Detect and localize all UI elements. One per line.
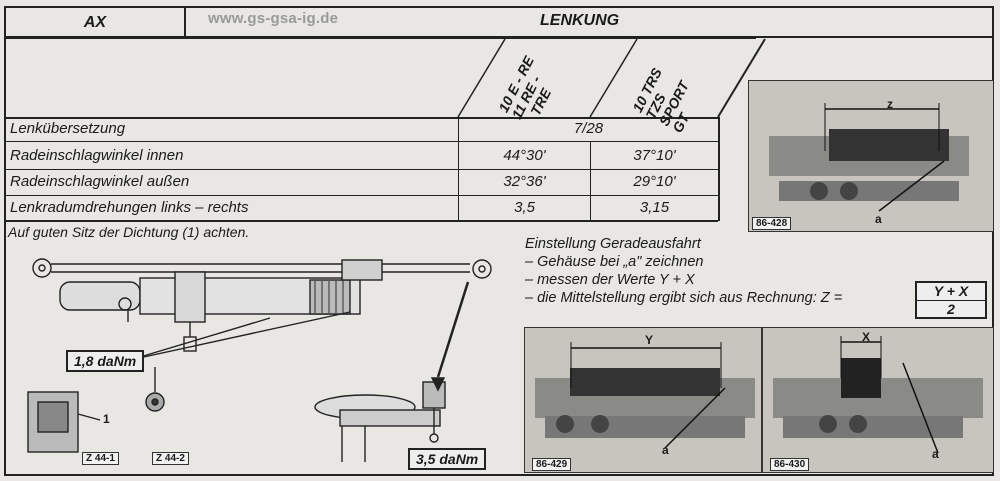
dimension-label: z: [887, 97, 893, 111]
table-rule: [6, 38, 756, 39]
row-value: 7/28: [573, 120, 604, 137]
photo-code: 86-430: [770, 458, 810, 471]
row-value: 44°30': [503, 147, 546, 164]
table-rule: [590, 141, 591, 221]
row-value: 37°10': [633, 147, 676, 164]
table-rule: [6, 220, 718, 222]
row-value: 3,15: [639, 199, 670, 216]
figure-code: Z 44-2: [152, 452, 189, 465]
setup-step: – die Mittelstellung ergibt sich aus Rec…: [525, 290, 843, 306]
source-url: www.gs-gsa-ig.de: [208, 10, 339, 27]
mark-label: a: [875, 212, 882, 226]
page-frame: [4, 6, 994, 476]
row-label: Lenkübersetzung: [10, 120, 126, 137]
page-title: LENKUNG: [540, 12, 620, 29]
setup-title: Einstellung Geradeausfahrt: [525, 236, 701, 252]
photo-drawing: [773, 336, 983, 454]
table-rule: [6, 141, 718, 142]
photo-86-429: [524, 327, 762, 473]
row-label: Radeinschlagwinkel innen: [10, 147, 184, 164]
dimension-label: X: [862, 330, 871, 344]
photo-drawing: [769, 103, 969, 212]
seal-note: Auf guten Sitz der Dichtung (1) achten.: [8, 224, 250, 240]
formula-denominator: 2: [947, 301, 955, 317]
row-label: Lenkradumdrehungen links – rechts: [10, 199, 249, 216]
model-label: AX: [6, 8, 186, 38]
table-rule: [458, 117, 459, 221]
torque-label: 3,5 daNm: [408, 448, 487, 470]
mark-label: a: [662, 443, 669, 457]
photo-code: 86-429: [532, 458, 572, 471]
torque-label: 1,8 daNm: [66, 350, 145, 372]
row-value: 32°36': [503, 173, 546, 190]
row-value: 29°10': [633, 173, 676, 190]
dimension-label: Y: [645, 333, 654, 347]
formula-numerator: Y + X: [917, 283, 985, 301]
callout-number: 1: [103, 412, 110, 426]
row-value: 3,5: [514, 199, 535, 216]
table-rule: [6, 117, 718, 119]
steering-rack-drawing: [27, 258, 492, 462]
setup-step: – messen der Werte Y + X: [525, 272, 695, 288]
header-bar: [6, 8, 992, 38]
mark-label: a: [932, 447, 939, 461]
figure-code: Z 44-1: [82, 452, 119, 465]
formula-box: Y + X 2: [915, 281, 987, 319]
row-label: Radeinschlagwinkel außen: [10, 173, 190, 190]
setup-step: – Gehäuse bei „a" zeichnen: [525, 254, 704, 270]
photo-drawing: [535, 342, 755, 449]
table-rule: [6, 169, 718, 170]
table-rule: [718, 117, 720, 221]
photo-86-430: [762, 327, 994, 473]
photo-86-428: [748, 80, 994, 232]
photo-code: 86-428: [752, 217, 792, 230]
table-rule: [6, 195, 718, 196]
